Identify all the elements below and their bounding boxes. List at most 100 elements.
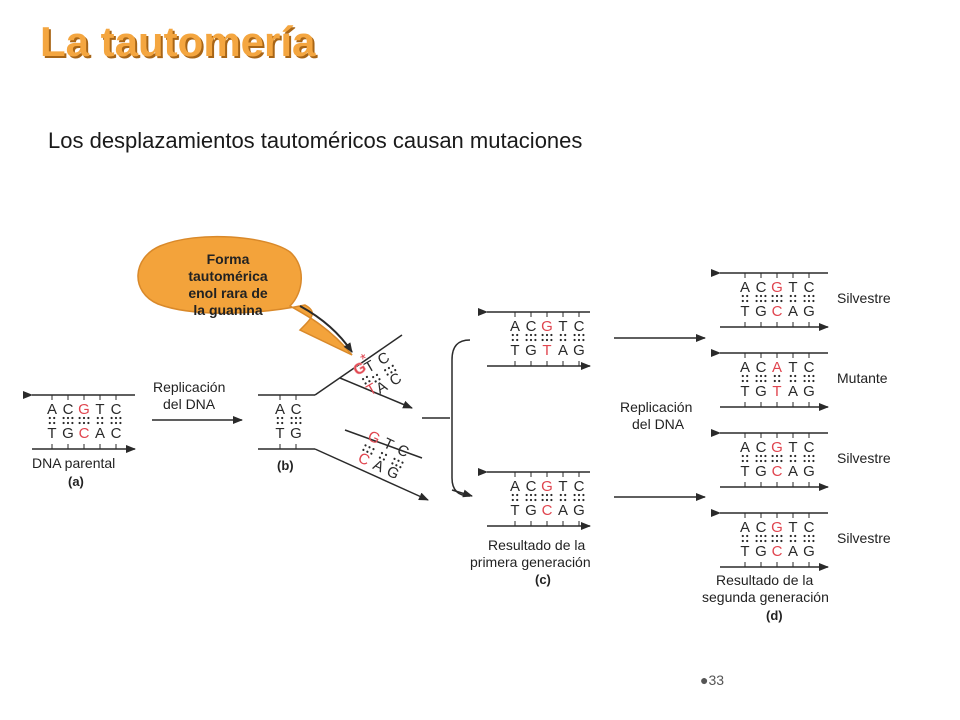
hydrogen-bond [759,299,763,303]
hydrogen-bond [53,421,56,425]
hydrogen-bond [545,333,549,337]
replication-2-line-2: del DNA [632,416,685,432]
hydrogen-bond [541,338,544,342]
base-bottom: C [542,502,553,519]
hydrogen-bond [559,338,562,342]
second-generation: ATCGGCTACGSilvestreATCGATTACGMutanteATCG… [711,269,891,571]
hydrogen-bond [764,454,767,458]
hydrogen-bond [53,416,56,420]
base-top: C [756,279,767,296]
hydrogen-bond [290,416,293,420]
hydrogen-bond [794,459,797,463]
hydrogen-bond [771,299,774,303]
hydrogen-bond [550,498,553,502]
hydrogen-bond [764,534,767,538]
first-caption-line-1: Resultado de la [488,537,586,553]
base-top: C [526,318,537,335]
hydrogen-bond [362,448,365,452]
base-top: C [574,318,585,335]
hydrogen-bond [511,498,514,502]
hydrogen-bond [511,493,514,497]
base-bottom: C [772,463,783,480]
base-top: T [558,478,567,495]
hydrogen-bond [755,459,758,463]
hydrogen-bond [807,539,811,543]
hydrogen-bond [803,454,806,458]
base-bottom: A [788,383,798,400]
hydrogen-bond [794,539,797,543]
bubble-line-4: la guanina [193,302,262,318]
base-bottom: G [62,425,74,442]
base-bottom: C [772,543,783,560]
panel-b-label: (b) [277,458,294,473]
hydrogen-bond [577,338,581,342]
base-bottom: G [525,502,537,519]
hydrogen-bond [87,416,90,420]
hydrogen-bond [101,416,104,420]
hydrogen-bond [541,498,544,502]
hydrogen-bond [384,453,388,457]
base-bottom: A [788,543,798,560]
fork-upper-strand [314,334,403,396]
hydrogen-bond [370,452,373,455]
hydrogen-bond [780,539,783,543]
hydrogen-bond [582,493,585,497]
base-bottom: G [384,463,402,483]
hydrogen-bond [299,421,302,425]
hydrogen-bond [764,374,767,378]
hydrogen-bond [794,534,797,538]
hydrogen-bond [780,459,783,463]
hydrogen-bond [281,416,284,420]
hydrogen-bond [545,498,549,502]
hydrogen-bond [110,421,113,425]
hydrogen-bond [789,454,792,458]
fork-upper-new-strand [339,377,413,409]
hydrogen-bond [525,493,528,497]
replication-1-line-1: Replicación [153,379,225,395]
hydrogen-bond [391,364,394,367]
hydrogen-bond [789,534,792,538]
panel-a-label: (a) [68,474,84,489]
fork-lower-new-strand [344,429,423,459]
hydrogen-bond [803,379,806,383]
second-caption-line-2: segunda generación [702,589,829,605]
hydrogen-bond [746,374,749,378]
base-top: A [740,519,750,536]
hydrogen-bond [755,534,758,538]
hydrogen-bond [110,416,113,420]
hydrogen-bond [741,534,744,538]
hydrogen-bond [511,333,514,337]
base-bottom: T [772,383,781,400]
base-top: C [526,478,537,495]
hydrogen-bond [391,462,394,465]
hydrogen-bond [550,493,553,497]
hydrogen-bond [564,333,567,337]
hydrogen-bond [812,534,815,538]
hydrogen-bond [390,371,393,374]
base-top: T [381,435,396,454]
hydrogen-bond [771,459,774,463]
hydrogen-bond [764,459,767,463]
base-top: C [804,439,815,456]
hydrogen-bond [755,294,758,298]
hydrogen-bond [746,454,749,458]
base-bottom: G [755,303,767,320]
hydrogen-bond [582,498,585,502]
fork-lower-strand [314,448,429,501]
base-bottom: G [803,303,815,320]
hydrogen-bond [759,379,763,383]
base-top: G [365,428,383,448]
base-bottom: A [558,342,568,359]
first-caption-line-2: primera generación [470,554,591,570]
hydrogen-bond [812,374,815,378]
hydrogen-bond [812,459,815,463]
hydrogen-bond [276,421,279,425]
hydrogen-bond [789,294,792,298]
hydrogen-bond [366,450,369,453]
hydrogen-bond [759,539,763,543]
hydrogen-bond [529,493,533,497]
hydrogen-bond [573,493,576,497]
hydrogen-bond [577,333,581,337]
